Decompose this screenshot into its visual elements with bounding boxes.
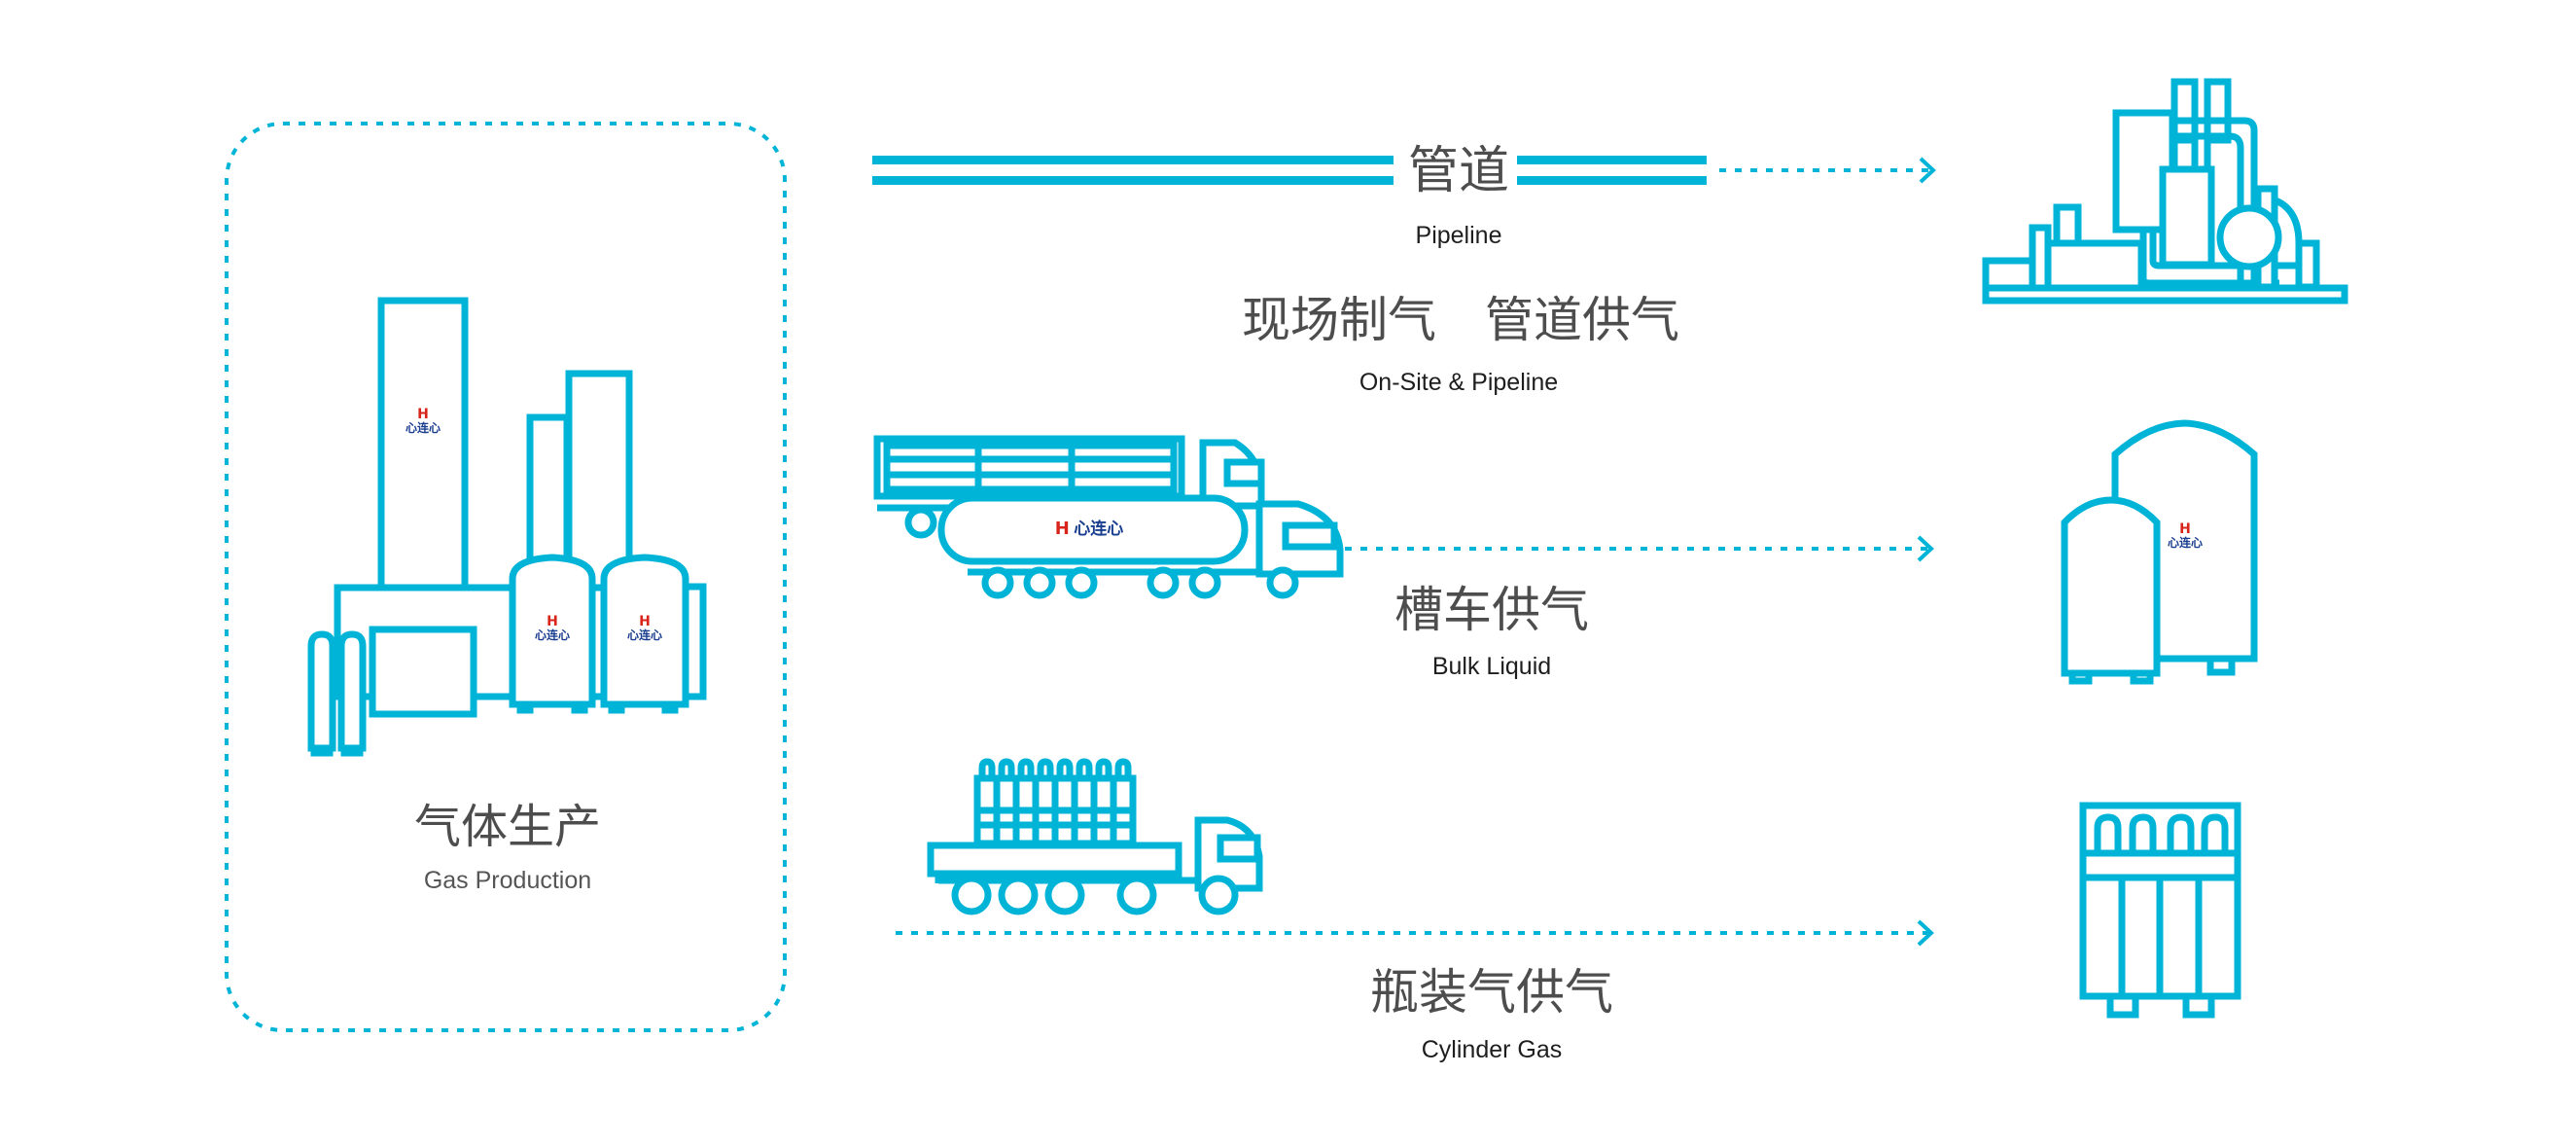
logo-symbol: H	[639, 614, 651, 629]
logo-symbol: H	[417, 407, 429, 422]
logo-wordmark: 心连心	[1074, 520, 1124, 539]
cylinder-truck-icon	[927, 758, 1263, 915]
pipeline-icon	[872, 156, 1707, 185]
brand-logo: H 心连心	[1055, 520, 1124, 538]
bulk-liquid-arrow	[1345, 535, 1934, 562]
cylinder-gas-title-en: Cylinder Gas	[1421, 1036, 1563, 1063]
cylinder-rack-icon	[2079, 802, 2241, 1019]
pipeline-label-en: Pipeline	[1415, 222, 1502, 249]
brand-logo: H 心连心	[2168, 521, 2203, 549]
source-title-cn: 气体生产	[413, 800, 602, 854]
onsite-plant-icon	[1982, 78, 2348, 305]
onsite-pipeline-title-cn: 现场制气 管道供气	[1242, 292, 1679, 348]
gas-cylinders	[973, 758, 1137, 847]
pipeline-arrow	[1719, 157, 1936, 184]
bulk-liquid-title-cn: 槽车供气	[1394, 582, 1589, 638]
bulk-liquid-title-en: Bulk Liquid	[1431, 653, 1552, 680]
logo-wordmark: 心连心	[405, 421, 441, 435]
logo-symbol: H	[1054, 519, 1070, 539]
logo-wordmark: 心连心	[2167, 536, 2204, 550]
pipeline-inline-label: 管道	[1407, 142, 1510, 200]
cylinder-gas-title-cn: 瓶装气供气	[1370, 964, 1613, 1021]
gas-production-frame	[225, 122, 787, 1032]
onsite-pipeline-title-en: On-Site & Pipeline	[1359, 369, 1559, 396]
brand-logo: H 心连心	[406, 407, 441, 434]
brand-logo: H 心连心	[627, 614, 662, 641]
logo-wordmark: 心连心	[534, 628, 571, 642]
logo-symbol: H	[2179, 521, 2191, 537]
gas-production-plant-icon	[307, 297, 707, 757]
logo-symbol: H	[547, 614, 558, 629]
brand-logo: H 心连心	[535, 614, 570, 641]
tanker-truck-icon	[873, 435, 1344, 599]
logo-wordmark: 心连心	[626, 628, 663, 642]
storage-tanks-icon	[2061, 419, 2258, 685]
cylinder-gas-arrow	[896, 919, 1934, 947]
source-title-en: Gas Production	[423, 867, 592, 894]
